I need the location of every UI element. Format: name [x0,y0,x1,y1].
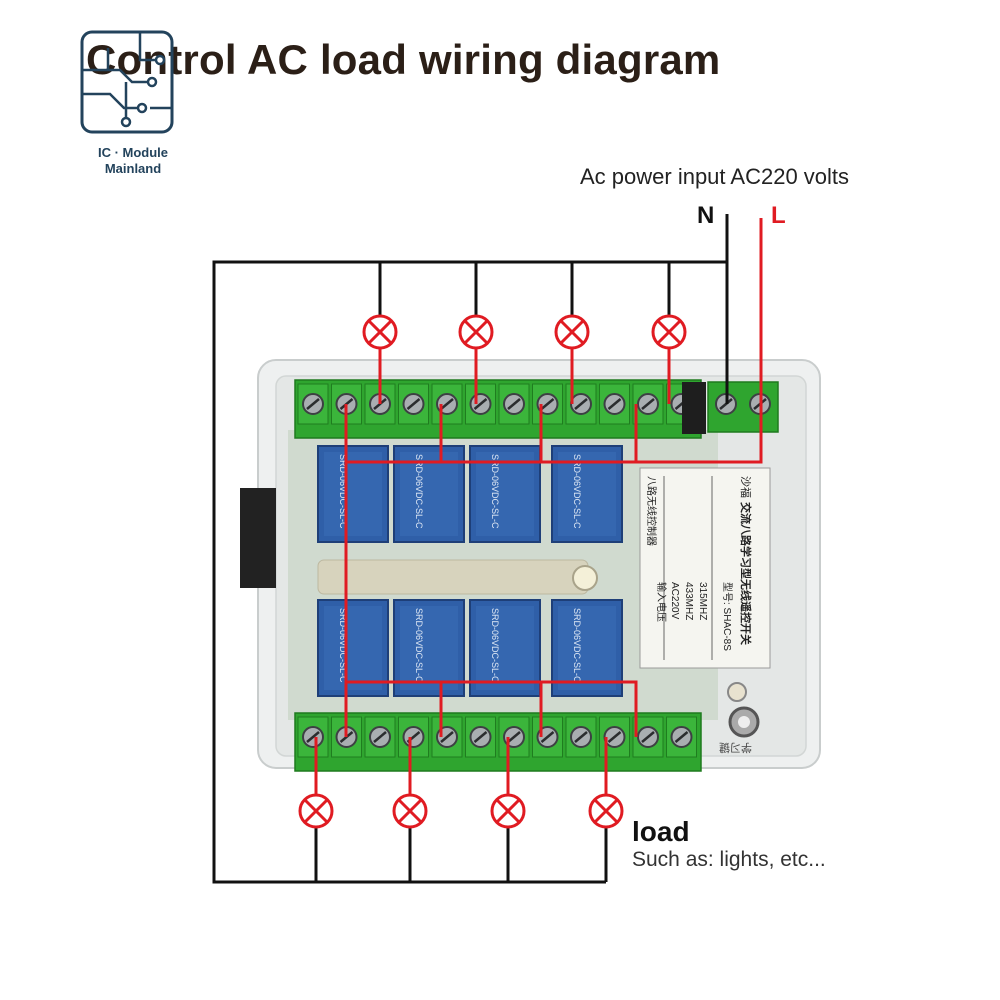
relay-label: SRD-06VDC-SL-C [490,454,500,529]
terminal-screw[interactable] [599,383,630,425]
module-voltage: AC220V [669,582,680,620]
terminal-screw[interactable] [632,716,664,758]
learn-button-label: 学习键 [719,741,752,755]
module-name: 交流八路学习型无线遥控开关 [739,502,753,645]
relay: SRD-06VDC-SL-C [393,599,465,697]
relay-label: SRD-06VDC-SL-C [338,454,348,529]
terminal-screw[interactable] [398,383,429,425]
module-freq-433: 433MHZ [683,582,694,620]
live-label: L [771,202,786,229]
terminal-screw[interactable] [498,716,530,758]
relay: SRD-06VDC-SL-C [469,599,541,697]
module-model: 型号: SHAC-8S [721,582,734,651]
terminal-screw[interactable] [431,716,463,758]
relay-label: SRD-06VDC-SL-C [414,454,424,529]
lamps [298,314,687,829]
module-label-card: 沙福 交流八路学习型无线遥控开关 型号: SHAC-8S 315MHZ 433M… [639,467,771,669]
lamp-icon [362,314,398,350]
terminal-screw[interactable] [599,716,630,758]
terminal-screw[interactable] [498,383,530,425]
relay: SRD-06VDC-SL-C [317,445,389,543]
neutral-label: N [697,202,715,229]
relay: SRD-06VDC-SL-C [393,445,465,543]
terminal-screw[interactable] [431,383,463,425]
neutral-wire [212,214,729,884]
terminal-screw[interactable] [364,716,396,758]
terminal-screw[interactable] [465,716,496,758]
relay-label: SRD-06VDC-SL-C [572,608,582,683]
terminal-screw[interactable] [532,716,563,758]
learn-button[interactable]: 学习键 [719,682,760,755]
terminal-screw[interactable] [398,716,429,758]
lamp-icon [298,793,334,829]
logo-line1: IC · Module [97,145,169,160]
live-bus [344,404,763,737]
module-brand: 沙福 [739,476,753,498]
terminal-screw[interactable] [465,383,496,425]
antenna-coil [240,488,276,588]
bottom-terminal-block [294,712,702,772]
wiring [212,214,763,884]
terminal-screw[interactable] [565,716,597,758]
relay: SRD-06VDC-SL-C [469,445,541,543]
lamp-icon [490,793,526,829]
relay-label: SRD-06VDC-SL-C [490,608,500,683]
lamp-icon [554,314,590,350]
power-input-label: Ac power input AC220 volts [580,164,850,189]
module-controller: 八路无线控制器 [645,476,658,546]
module-freq-315: 315MHZ [697,582,708,620]
logo-line2: Mainland [104,161,162,176]
relay-label: SRD-06VDC-SL-C [414,608,424,683]
relay: SRD-06VDC-SL-C [551,599,623,697]
lamp-icon [651,314,687,350]
relay: SRD-06VDC-SL-C [551,445,623,543]
terminal-screw[interactable] [532,383,563,425]
top-terminal-block [294,379,702,439]
module-input-label: 输入电压 [655,582,668,622]
lamp-icon [588,793,624,829]
relay: SRD-06VDC-SL-C [317,599,389,697]
lamp-icon [458,314,494,350]
terminal-screw[interactable] [666,716,697,758]
load-title: load [632,816,690,847]
circuit-board-icon [80,30,174,134]
lamp-icon [392,793,428,829]
relay-label: SRD-06VDC-SL-C [572,454,582,529]
load-subtitle: Such as: lights, etc... [632,848,826,871]
power-terminal-block [707,381,779,433]
page-title: Control AC load wiring diagram [86,36,721,83]
relay-label: SRD-06VDC-SL-C [338,608,348,683]
terminal-screw[interactable] [297,383,329,425]
terminal-screw[interactable] [632,383,664,425]
terminal-screw[interactable] [297,716,329,758]
